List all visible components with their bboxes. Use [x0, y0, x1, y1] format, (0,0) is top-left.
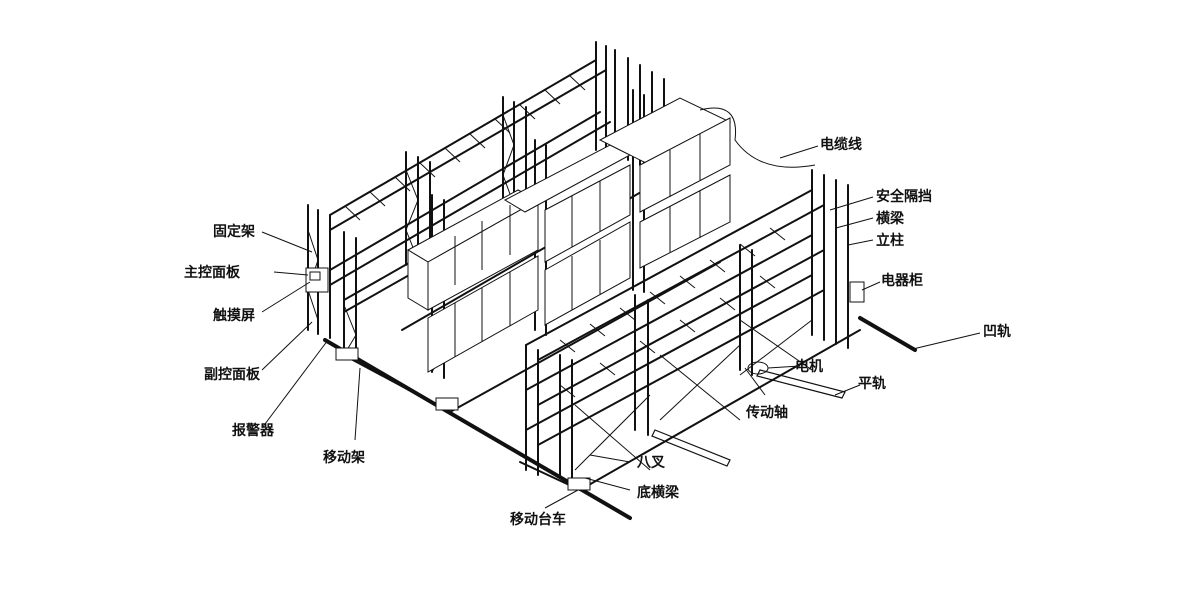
- groove-rail-left: [323, 338, 632, 520]
- flat-rail-center: [651, 429, 731, 467]
- label-drive-shaft: 传动轴: [745, 404, 788, 421]
- label-bottom-beam: 底横梁: [637, 484, 680, 501]
- label-sub-control-panel: 副控面板: [204, 366, 261, 383]
- load-group-upper-left: [406, 189, 540, 311]
- label-upright: 立柱: [876, 232, 904, 249]
- label-electrical-cabinet: 电器柜: [881, 272, 923, 289]
- label-moving-rack: 移动架: [323, 449, 365, 466]
- load-group-upper-right: [598, 97, 732, 213]
- electrical-cabinet-box: [849, 281, 865, 303]
- base-box-b: [435, 397, 459, 411]
- base-box-c: [567, 477, 591, 491]
- label-moving-trolley: 移动台车: [510, 511, 566, 528]
- leader-lines: [261, 145, 981, 509]
- load-group-lower-right: [639, 174, 731, 269]
- label-touch-screen: 触摸屏: [212, 307, 255, 324]
- label-motor: 电机: [795, 358, 823, 375]
- label-beam: 横梁: [876, 210, 905, 227]
- label-safety-guard: 安全隔挡: [876, 188, 932, 205]
- label-main-control-panel: 主控面板: [184, 264, 241, 281]
- storage-loads: [406, 97, 732, 373]
- groove-rail-right: [858, 316, 917, 352]
- label-groove-rail: 凹轨: [983, 323, 1011, 340]
- label-alarm: 报警器: [232, 422, 275, 439]
- load-group-lower-mid: [544, 221, 631, 326]
- base-box-a: [335, 347, 359, 361]
- label-fixed-rack: 固定架: [213, 223, 255, 240]
- callout-labels: 固定架 主控面板 触摸屏 副控面板 报警器 移动架 移动台车 底横梁 八叉 传动…: [184, 136, 1011, 528]
- load-group-upper-mid: [503, 144, 632, 263]
- label-cable: 电缆线: [820, 136, 862, 153]
- front-moving-rack: [519, 169, 865, 491]
- label-flat-rail: 平轨: [858, 375, 886, 392]
- cable-line: [699, 107, 816, 168]
- load-group-lower-left: [427, 255, 539, 373]
- label-cross-brace: 八叉: [636, 455, 666, 471]
